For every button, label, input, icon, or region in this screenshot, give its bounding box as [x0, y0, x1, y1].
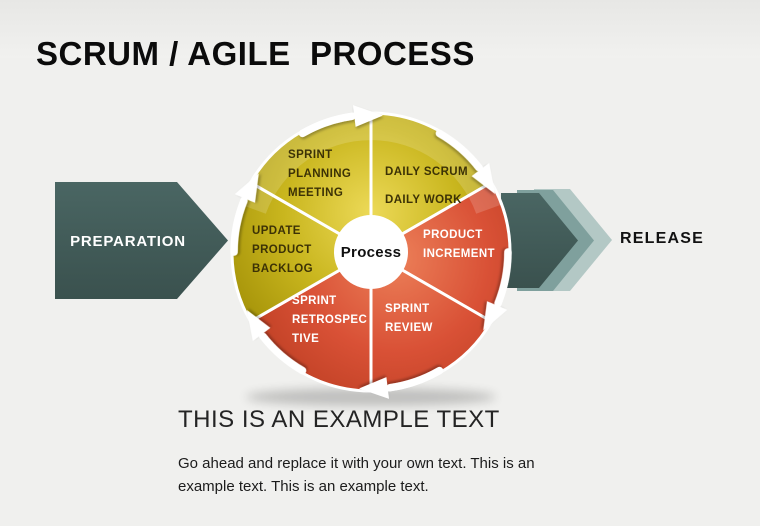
preparation-label: PREPARATION [70, 233, 186, 250]
cycle-arrow-upper-left [230, 173, 259, 256]
segment-label-daily-scrum-daily-work: DAILY SCRUM DAILY WORK [385, 166, 468, 206]
cycle-arrow-upper-right [435, 129, 496, 195]
example-heading: THIS IS AN EXAMPLE TEXT [178, 406, 500, 433]
segment-label-sprint-review: SPRINT REVIEW [385, 303, 433, 334]
cycle-arrow-top [298, 105, 383, 138]
wheel-center-label: Process [340, 244, 402, 261]
cycle-arrow-lower-right [483, 248, 512, 331]
segment-label-sprint-planning-meeting: SPRINT PLANNING MEETING [288, 149, 352, 199]
segment-label-sprint-retrospective: SPRINT RETROSPEC TIVE [292, 295, 368, 345]
segment-label-update-product-backlog: UPDATE PRODUCT BACKLOG [252, 225, 313, 275]
release-label: RELEASE [620, 230, 704, 247]
cycle-arrows [230, 105, 512, 399]
wheel-shadow [246, 388, 496, 406]
preparation-arrow [55, 182, 228, 299]
segment-label-product-increment: PRODUCT INCREMENT [423, 229, 495, 260]
cycle-arrow-bottom [359, 366, 444, 399]
cycle-arrow-lower-left [246, 309, 307, 375]
release-chevron-dark [501, 193, 578, 288]
page-title: SCRUM / AGILE PROCESS [36, 35, 475, 73]
wheel-center-circle [334, 215, 408, 289]
floor-shadow-band [0, 0, 760, 58]
wheel-gloss [240, 113, 502, 214]
example-body: Go ahead and replace it with your own te… [178, 455, 535, 495]
